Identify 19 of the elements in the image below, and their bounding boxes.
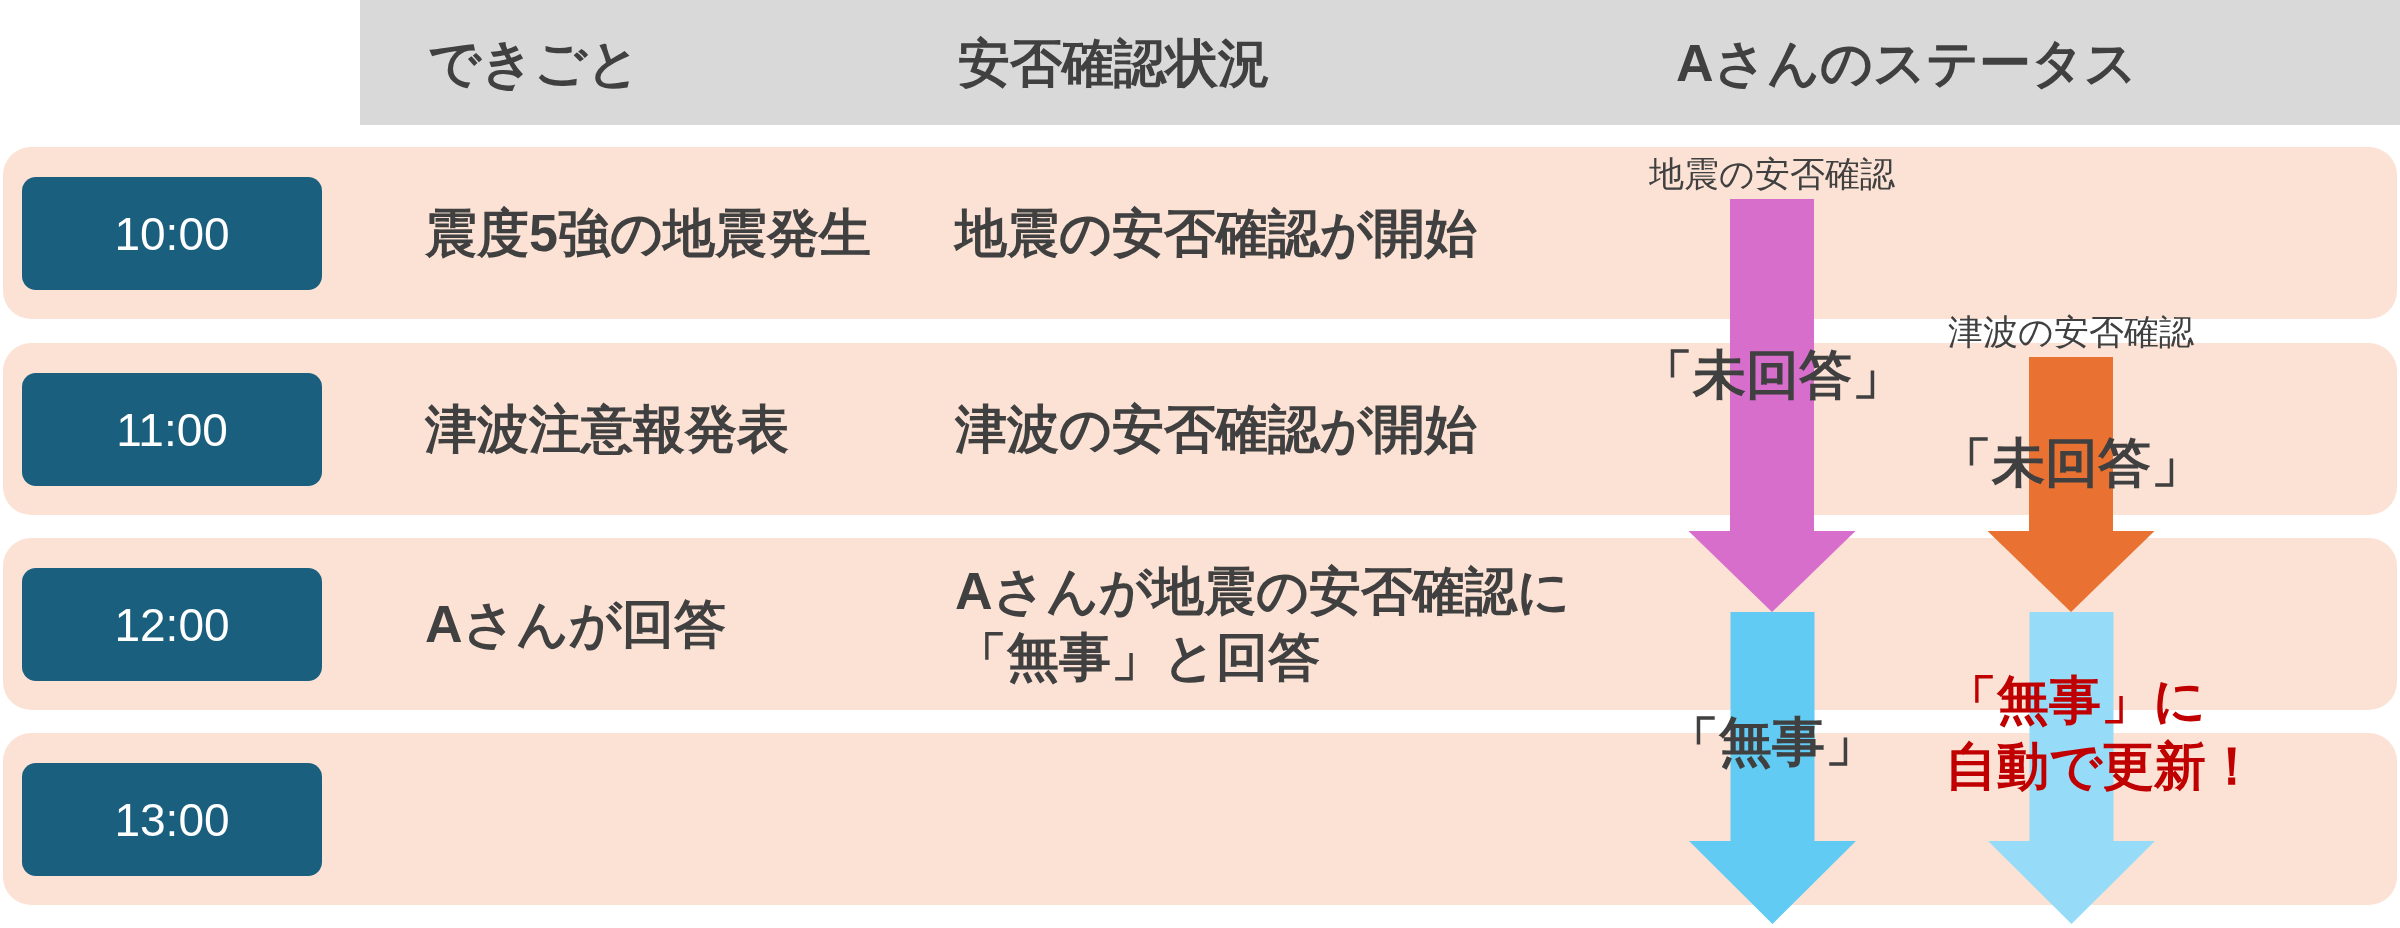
event-text: 震度5強の地震発生 xyxy=(425,203,871,264)
status-text: Aさんが地震の安否確認に「無事」と回答 xyxy=(955,561,1571,688)
time-box: 11:00 xyxy=(22,373,322,486)
time-box: 13:00 xyxy=(22,763,322,876)
update-note: 「無事」に自動で更新！ xyxy=(1945,670,2259,797)
column-header: Aさんのステータス xyxy=(1676,32,2137,94)
time-box: 10:00 xyxy=(22,177,322,290)
column-header: できごと xyxy=(428,32,640,94)
event-text: Aさんが回答 xyxy=(425,594,726,655)
arrow xyxy=(1688,199,1856,612)
arrow-caption: 地震の安否確認 xyxy=(1649,149,1895,199)
header-band xyxy=(360,0,2400,125)
column-header: 安否確認状況 xyxy=(958,32,1270,94)
time-box: 12:00 xyxy=(22,568,322,681)
arrow-caption: 津波の安否確認 xyxy=(1948,307,2194,357)
event-text: 津波注意報発表 xyxy=(425,399,789,460)
down-arrow xyxy=(1688,612,1856,924)
status-text: 津波の安否確認が開始 xyxy=(955,399,1477,460)
status-text: 地震の安否確認が開始 xyxy=(955,203,1477,264)
